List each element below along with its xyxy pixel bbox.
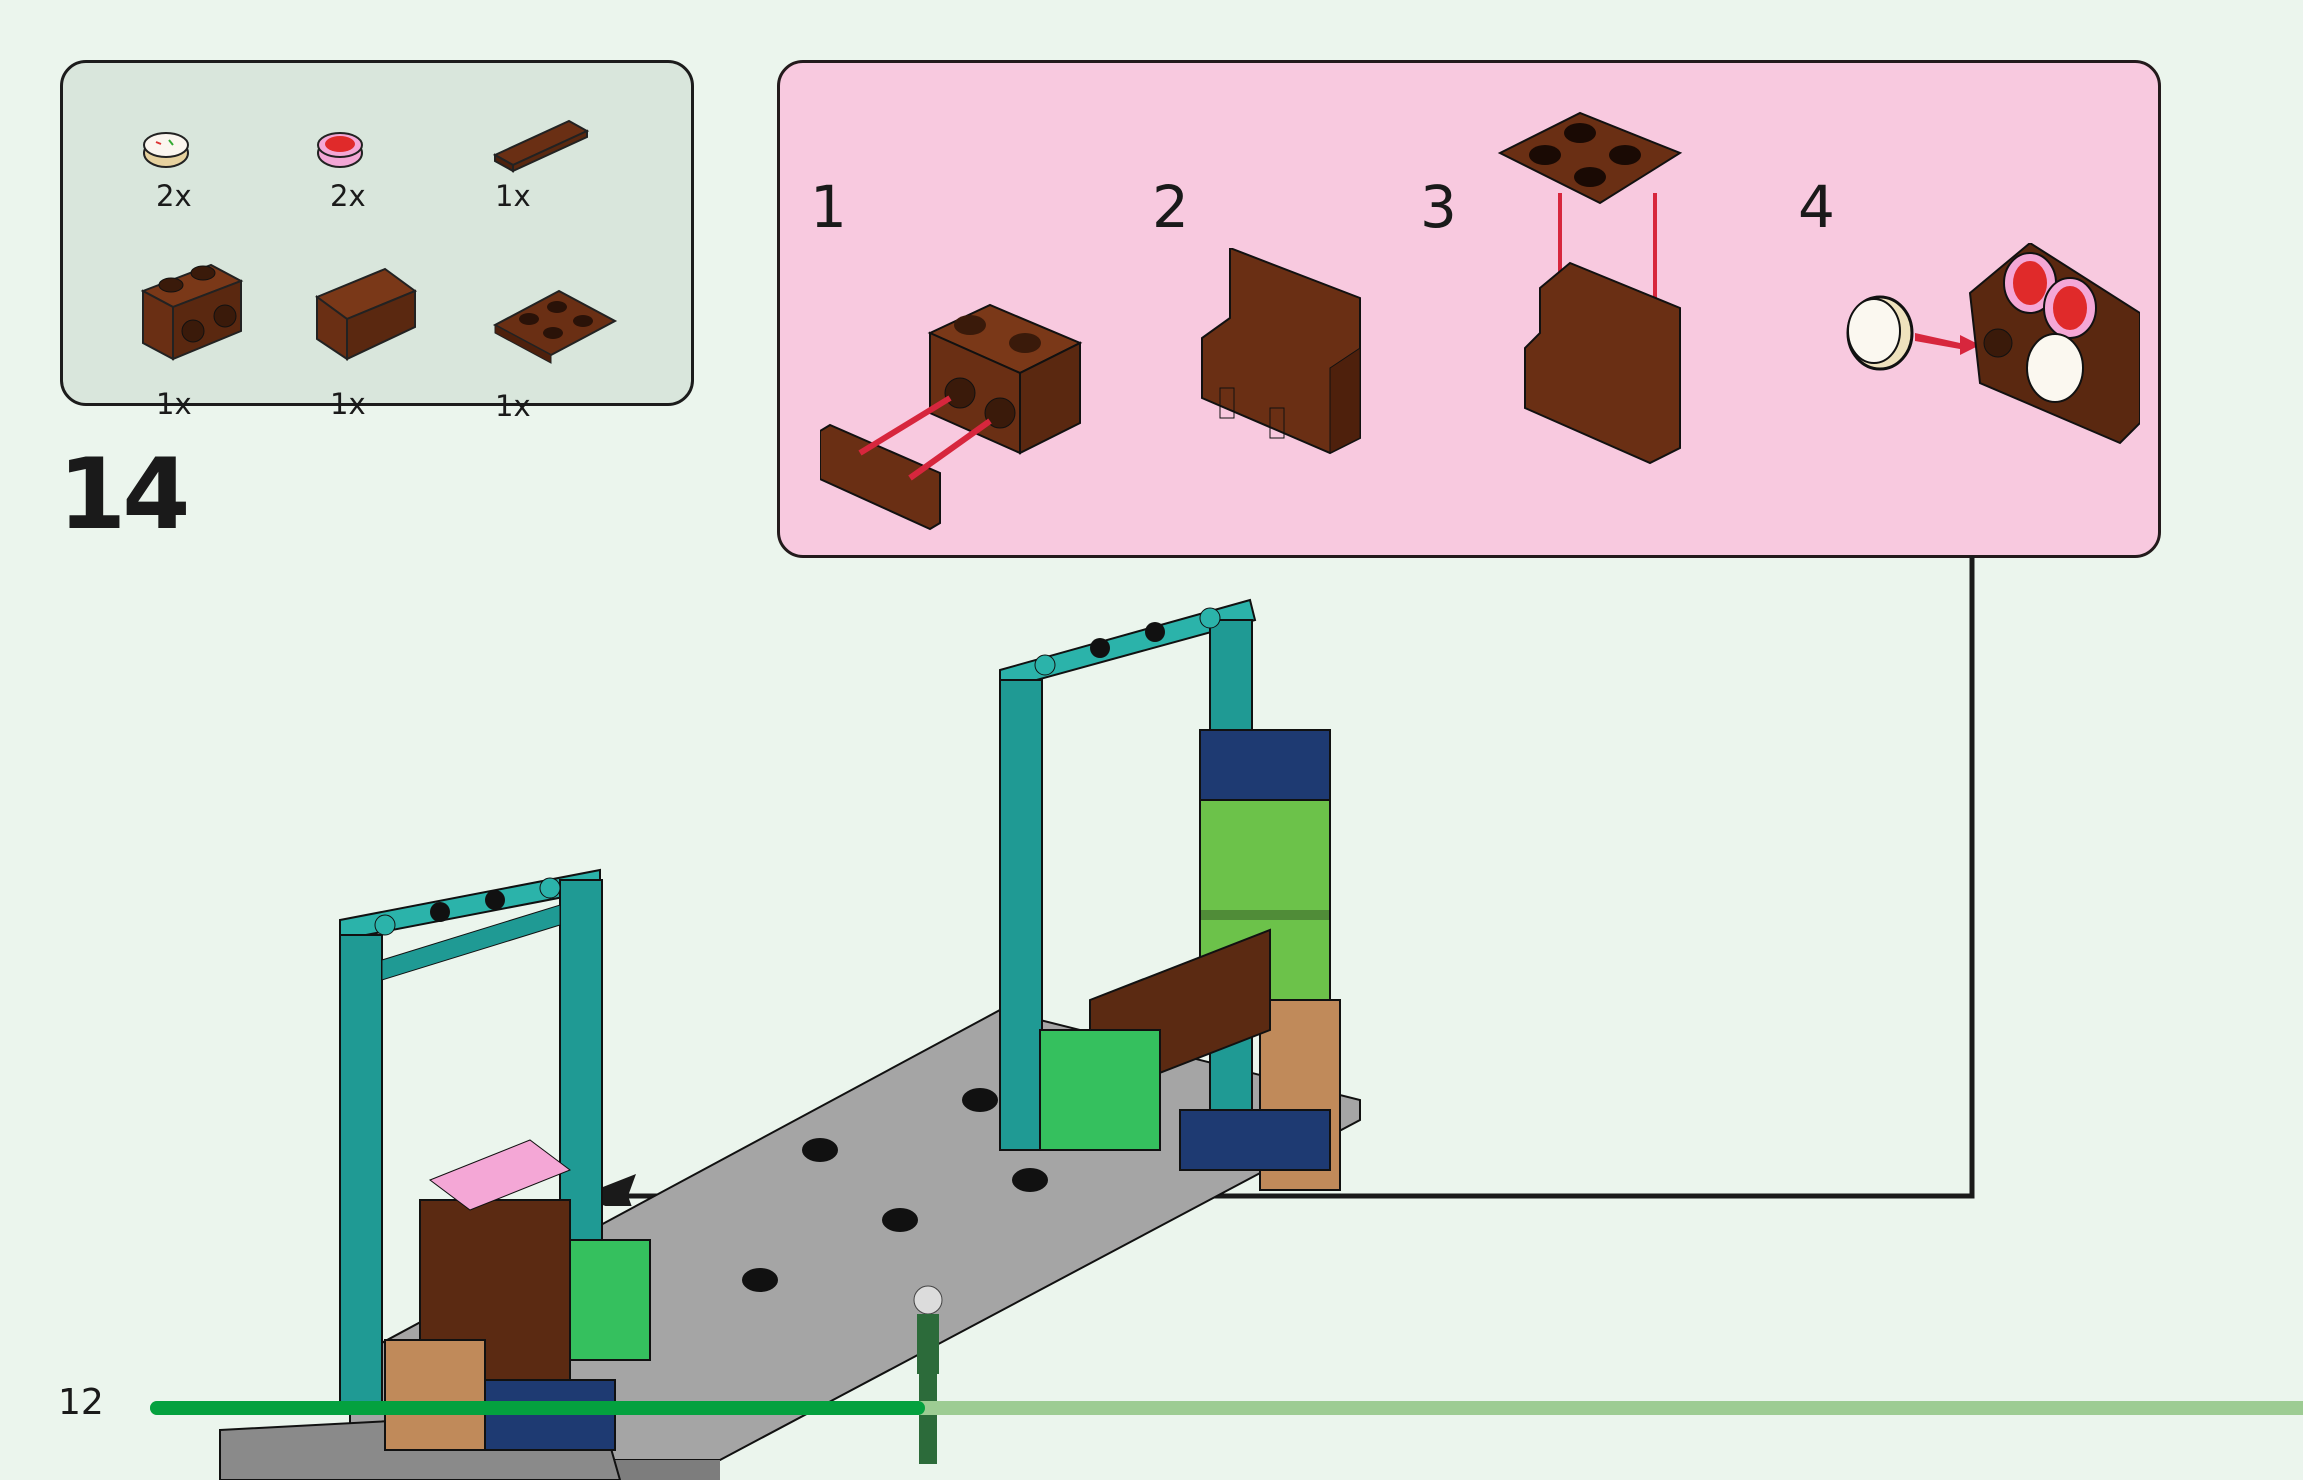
part-plate-1x2: 1x xyxy=(491,113,611,233)
part-round-tile-sprinkles: 2x xyxy=(141,125,261,245)
progress-fill xyxy=(150,1401,926,1415)
substep-number: 4 xyxy=(1798,173,1835,241)
brick-side-studs-icon xyxy=(141,263,244,361)
substep-4-illustration xyxy=(1846,243,2140,445)
substep-number: 1 xyxy=(810,173,847,241)
step-number: 14 xyxy=(58,438,190,552)
part-quantity: 1x xyxy=(330,387,366,421)
part-quantity: 1x xyxy=(495,179,531,213)
part-brick-1x2-side-studs: 1x xyxy=(141,261,261,421)
left-door-frame xyxy=(339,868,603,1406)
substep-3-illustration xyxy=(1497,111,1683,465)
parts-list-box: 2x 2x 1x 1x xyxy=(60,60,694,423)
part-quantity: 1x xyxy=(495,389,531,423)
round-tile-strawberry-icon xyxy=(317,132,363,168)
part-round-tile-strawberry: 2x xyxy=(315,125,435,245)
assembly-arrow xyxy=(858,395,952,456)
round-tile-sprinkles-icon xyxy=(143,132,189,168)
part-quantity: 2x xyxy=(330,179,366,213)
part-quantity: 1x xyxy=(156,387,192,421)
hinge-plate-icon xyxy=(492,289,618,364)
part-quantity: 2x xyxy=(156,179,192,213)
book xyxy=(428,1139,572,1211)
bright-green-brick xyxy=(1039,1029,1161,1151)
sub-assembly-box: 1 2 3 4 xyxy=(777,60,2161,558)
substep-number: 3 xyxy=(1420,173,1457,241)
navy-brick xyxy=(1199,729,1331,801)
minifigure-icon xyxy=(913,1285,943,1464)
main-model-illustration xyxy=(219,598,1361,1480)
substep-number: 2 xyxy=(1152,173,1189,241)
substep-1-illustration xyxy=(820,303,1083,531)
part-hinge-brick: 1x xyxy=(315,267,435,421)
assembly-arrow xyxy=(908,418,992,481)
hinge-brick-icon xyxy=(315,267,418,361)
part-hinge-plate-2x2: 1x xyxy=(491,285,618,423)
plate-1x2-icon xyxy=(492,119,590,173)
page-number: 12 xyxy=(58,1382,104,1423)
substep-2-illustration xyxy=(1201,248,1361,455)
